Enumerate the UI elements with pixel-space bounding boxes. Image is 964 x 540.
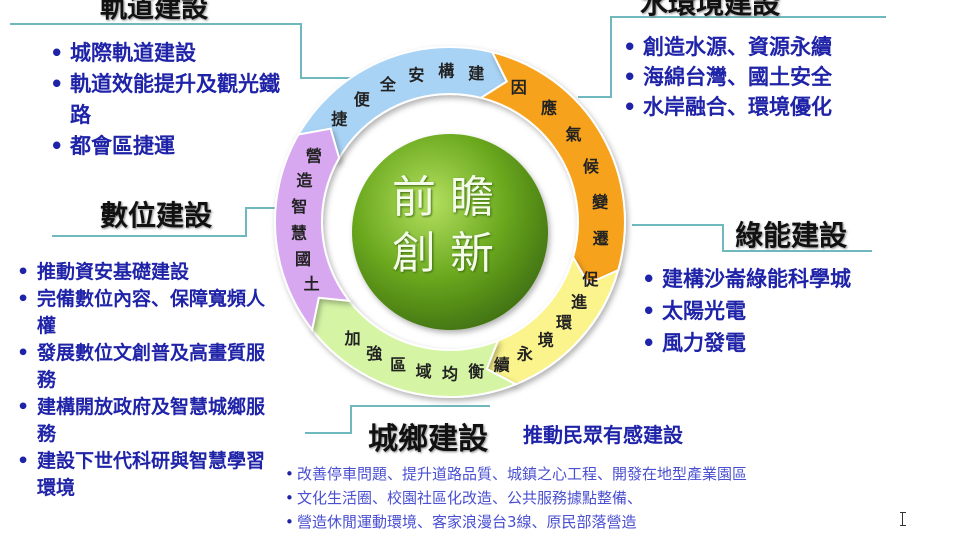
list-item: 文化生活圈、校園社區化改造、公共服務據點整備、 — [285, 486, 955, 510]
ring-segment-label-char: 氣 — [565, 125, 581, 144]
ring-segment-5 — [274, 127, 352, 333]
green-list: 建構沙崙綠能科學城 太陽光電 風力發電 — [642, 263, 942, 359]
ring-segment-label-char: 均 — [442, 365, 458, 384]
list-item: 發展數位文創普及高畫質服務 — [17, 340, 267, 394]
ring-segment-label-char: 智 — [291, 197, 307, 216]
text-cursor-icon — [900, 512, 906, 526]
list-item: 軌道效能提升及觀光鐵路 — [50, 69, 285, 131]
ring-segment-label-char: 應 — [541, 98, 557, 117]
ring-segment-label-char: 造 — [296, 171, 313, 190]
ring-segment-label-char: 建 — [468, 64, 484, 83]
list-item: 創造水源、資源永續 — [623, 32, 943, 62]
water-connector — [578, 96, 612, 98]
list-item: 太陽光電 — [642, 295, 942, 327]
urban-connector — [350, 405, 490, 407]
water-list: 創造水源、資源永續 海綿台灣、國土安全 水岸融合、環境優化 — [623, 32, 943, 122]
rail-connector — [300, 77, 355, 79]
ring-segment-label-char: 區 — [390, 355, 406, 374]
ring-segment-label-char: 國 — [295, 250, 311, 269]
ring-segment-label-char: 進 — [571, 292, 587, 311]
ring-segment-label-char: 加 — [344, 329, 361, 348]
list-item: 海綿台灣、國土安全 — [623, 62, 943, 92]
ring-segment-label-char: 土 — [304, 275, 320, 294]
water-connector — [610, 16, 612, 98]
center-ball — [352, 134, 548, 330]
list-item: 風力發電 — [642, 327, 942, 359]
ring-segment-label-char: 續 — [494, 355, 510, 374]
ring-segment-label-char: 營 — [306, 147, 322, 166]
ring-segment-label-char: 便 — [354, 90, 371, 109]
ring-segment-label-char: 全 — [379, 75, 397, 94]
urban-subtitle: 推動民眾有感建設 — [523, 423, 683, 447]
list-item: 營造休閒運動環境、客家浪漫台3線、原民部落營造 — [285, 510, 955, 534]
ring-segment-label-char: 促 — [581, 270, 599, 289]
green-title: 綠能建設 — [735, 219, 848, 252]
ring-segment-label-char: 境 — [538, 330, 554, 349]
ring-segment-label-char: 因 — [511, 78, 527, 97]
rail-list: 城際軌道建設 軌道效能提升及觀光鐵路 都會區捷運 — [50, 38, 285, 162]
list-item: 完備數位內容、保障寬頻人權 — [17, 286, 267, 340]
urban-title: 城鄉建設 — [368, 422, 488, 457]
ring-segment-label-char: 衡 — [468, 362, 484, 381]
list-item: 建設下世代科研與智慧學習環境 — [17, 448, 267, 502]
digital-list: 推動資安基礎建設 完備數位內容、保障寬頻人權 發展數位文創普及高畫質服務 建構開… — [17, 259, 267, 502]
rail-connector — [10, 23, 302, 25]
ring-segment-label-char: 候 — [583, 157, 600, 176]
center-label: 前瞻 創新 — [350, 170, 550, 282]
ring-segment-label-char: 捷 — [331, 110, 348, 129]
digital-connector — [52, 235, 247, 237]
center-line-1: 前瞻 — [392, 172, 508, 223]
list-item: 城際軌道建設 — [50, 38, 285, 69]
digital-connector — [245, 207, 247, 237]
green-connector — [632, 224, 724, 226]
ring-segment-label-char: 強 — [366, 344, 382, 363]
ring-segment-label-char: 環 — [556, 313, 573, 332]
ring-segment-label-char: 遷 — [593, 229, 609, 248]
ring-segment-label-char: 變 — [592, 192, 609, 211]
list-item: 推動資安基礎建設 — [17, 259, 267, 286]
ring-segment-label-char: 域 — [416, 362, 432, 381]
ring-segment-label-char: 安 — [408, 65, 424, 84]
digital-title: 數位建設 — [100, 199, 213, 232]
list-item: 建構開放政府及智慧城鄉服務 — [17, 394, 267, 448]
list-item: 水岸融合、環境優化 — [623, 92, 943, 122]
ring-segment-label-char: 構 — [438, 62, 454, 81]
urban-connector — [350, 405, 352, 434]
ring-segment-label-char: 慧 — [291, 224, 307, 243]
urban-list: 改善停車問題、提升道路品質、城鎮之心工程、開發在地型產業園區 文化生活圈、校園社… — [285, 462, 955, 534]
digital-connector — [245, 207, 277, 209]
rail-title: 軌道建設 — [100, 0, 208, 24]
water-connector — [610, 16, 886, 18]
list-item: 建構沙崙綠能科學城 — [642, 263, 942, 295]
water-title: 水環境建設 — [640, 0, 781, 20]
rail-connector — [300, 23, 302, 79]
green-connector — [722, 224, 724, 252]
center-line-2: 創新 — [392, 228, 508, 279]
list-item: 都會區捷運 — [50, 131, 285, 162]
green-connector — [722, 250, 872, 252]
list-item: 改善停車問題、提升道路品質、城鎮之心工程、開發在地型產業園區 — [285, 462, 955, 486]
ring-segment-label-char: 永 — [516, 345, 533, 364]
urban-connector — [305, 432, 352, 434]
